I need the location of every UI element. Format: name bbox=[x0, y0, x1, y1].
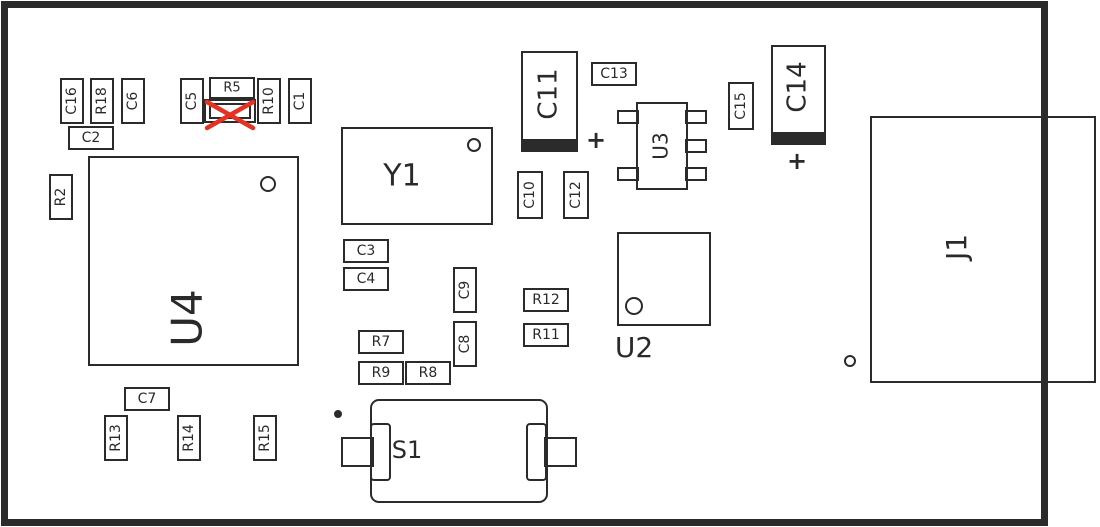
svg-text:C4: C4 bbox=[357, 271, 376, 287]
component-c10[interactable]: C10 bbox=[517, 171, 543, 219]
svg-text:C16: C16 bbox=[64, 87, 80, 115]
svg-text:C15: C15 bbox=[733, 92, 749, 120]
pin1-marker bbox=[625, 297, 643, 315]
component-c16[interactable]: C16 bbox=[60, 78, 84, 124]
component-r7[interactable]: R7 bbox=[358, 330, 404, 354]
component-c9[interactable]: C9 bbox=[453, 267, 477, 313]
component-y1[interactable]: Y1 bbox=[341, 127, 493, 225]
svg-text:C2: C2 bbox=[82, 130, 101, 146]
component-r8[interactable]: R8 bbox=[405, 361, 451, 385]
svg-text:R12: R12 bbox=[532, 292, 560, 308]
svg-text:R15: R15 bbox=[257, 424, 273, 452]
polarity-plus: + bbox=[787, 147, 807, 175]
svg-text:R8: R8 bbox=[419, 365, 438, 381]
svg-text:C8: C8 bbox=[457, 335, 473, 354]
svg-text:S1: S1 bbox=[392, 436, 423, 464]
component-c2[interactable]: C2 bbox=[68, 126, 114, 150]
component-j1[interactable]: J1 bbox=[844, 116, 1096, 383]
component-r10[interactable]: R10 bbox=[257, 78, 281, 124]
polarity-band bbox=[522, 139, 577, 151]
component-u2[interactable]: U2 bbox=[615, 232, 711, 364]
svg-text:R2: R2 bbox=[53, 188, 69, 207]
pin1-marker bbox=[334, 410, 342, 418]
svg-text:U2: U2 bbox=[615, 331, 653, 364]
svg-text:C1: C1 bbox=[292, 92, 308, 111]
red-x-marker bbox=[204, 99, 256, 131]
pin1-marker bbox=[260, 176, 276, 192]
component-r14[interactable]: R14 bbox=[177, 415, 201, 461]
polarity-plus: + bbox=[586, 126, 606, 154]
polarity-band bbox=[772, 132, 825, 144]
component-c5[interactable]: C5 bbox=[180, 78, 204, 124]
component-r12[interactable]: R12 bbox=[523, 288, 569, 312]
svg-text:C3: C3 bbox=[357, 243, 376, 259]
svg-text:C14: C14 bbox=[783, 61, 813, 112]
pin1-marker bbox=[844, 355, 856, 367]
svg-text:C13: C13 bbox=[600, 66, 628, 82]
component-c11[interactable]: C11 + bbox=[521, 51, 606, 154]
component-c12[interactable]: C12 bbox=[563, 171, 589, 219]
svg-text:J1: J1 bbox=[940, 234, 973, 262]
component-r13[interactable]: R13 bbox=[104, 415, 128, 461]
component-c6[interactable]: C6 bbox=[121, 78, 145, 124]
component-c13[interactable]: C13 bbox=[591, 62, 637, 86]
svg-text:R11: R11 bbox=[532, 327, 560, 343]
component-u4[interactable]: U4 bbox=[88, 156, 299, 366]
component-c15[interactable]: C15 bbox=[728, 82, 754, 130]
svg-text:U3: U3 bbox=[649, 132, 673, 159]
svg-text:C9: C9 bbox=[457, 281, 473, 300]
svg-text:R14: R14 bbox=[181, 424, 197, 452]
board-outline bbox=[1, 1, 1048, 526]
component-r15[interactable]: R15 bbox=[253, 415, 277, 461]
component-c7[interactable]: C7 bbox=[124, 387, 170, 411]
svg-text:C5: C5 bbox=[184, 92, 200, 111]
svg-text:R5: R5 bbox=[223, 81, 240, 96]
component-c1[interactable]: C1 bbox=[288, 78, 312, 124]
component-r11[interactable]: R11 bbox=[523, 323, 569, 347]
svg-text:C7: C7 bbox=[138, 391, 157, 407]
component-c8[interactable]: C8 bbox=[453, 321, 477, 367]
component-r5[interactable]: R5 bbox=[204, 77, 256, 123]
component-u3[interactable]: U3 bbox=[617, 102, 707, 190]
pin1-marker bbox=[467, 138, 481, 152]
svg-text:R10: R10 bbox=[261, 87, 277, 115]
component-s1[interactable]: S1 bbox=[334, 399, 577, 503]
component-r9[interactable]: R9 bbox=[358, 361, 404, 385]
svg-text:R13: R13 bbox=[108, 424, 124, 452]
svg-text:C12: C12 bbox=[568, 181, 584, 209]
component-r2[interactable]: R2 bbox=[49, 174, 73, 220]
svg-text:U4: U4 bbox=[163, 289, 212, 346]
component-c4[interactable]: C4 bbox=[343, 267, 389, 291]
svg-text:C11: C11 bbox=[534, 68, 564, 119]
svg-text:R9: R9 bbox=[372, 365, 391, 381]
svg-text:C10: C10 bbox=[522, 181, 538, 209]
svg-text:Y1: Y1 bbox=[382, 159, 420, 194]
svg-text:R18: R18 bbox=[94, 87, 110, 115]
component-c3[interactable]: C3 bbox=[343, 239, 389, 263]
svg-text:C6: C6 bbox=[125, 92, 141, 111]
svg-text:R7: R7 bbox=[372, 334, 391, 350]
component-c14[interactable]: C14 + bbox=[771, 45, 826, 175]
component-r18[interactable]: R18 bbox=[90, 78, 114, 124]
